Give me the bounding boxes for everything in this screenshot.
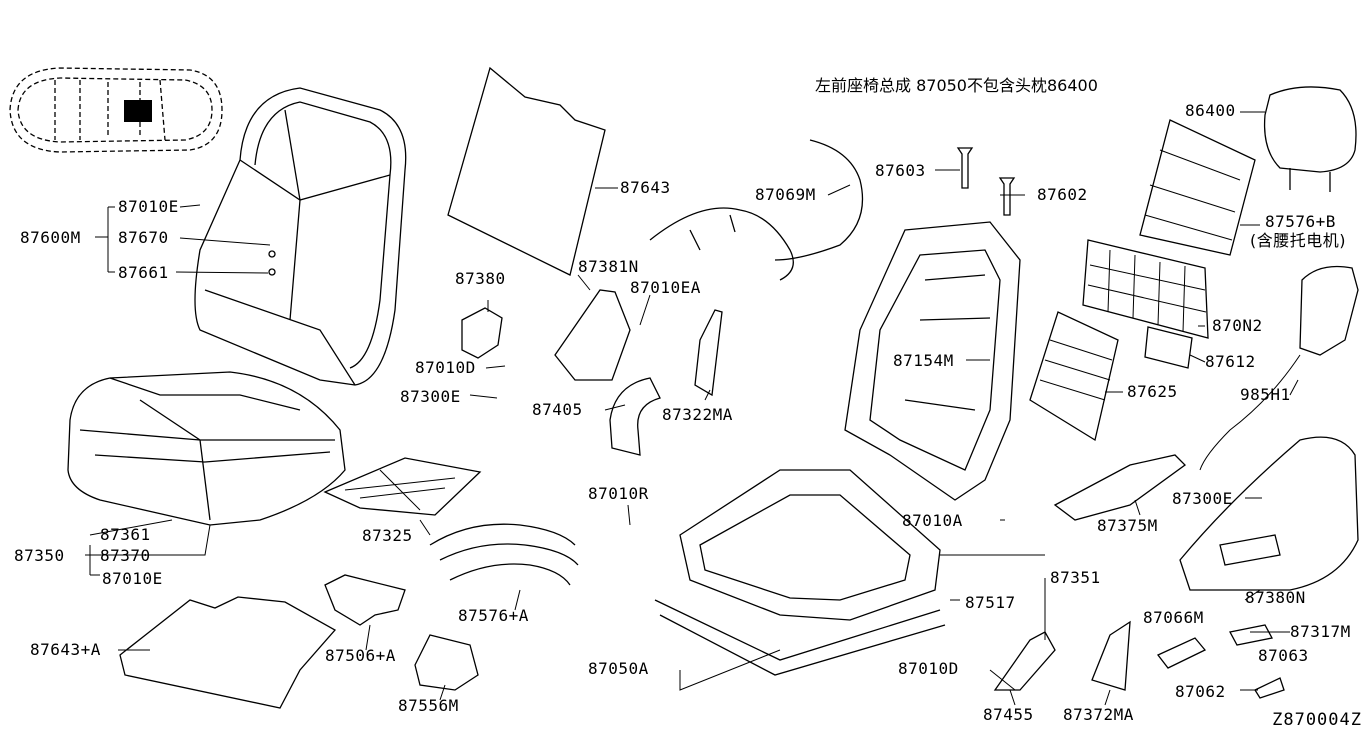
car-outline-icon: [9, 67, 223, 153]
part-label-87576B[interactable]: 87576+B: [1265, 212, 1336, 231]
part-87556M: [414, 634, 479, 691]
part-label-87317M[interactable]: 87317M: [1290, 622, 1351, 641]
heater-mat-87625: [1029, 311, 1119, 442]
part-label-87370[interactable]: 87370: [100, 546, 151, 565]
seat-back-cushion: [194, 87, 407, 386]
part-label-87300E-right[interactable]: 87300E: [1172, 489, 1233, 508]
part-label-87625[interactable]: 87625: [1127, 382, 1178, 401]
part-87066M: [1156, 637, 1207, 669]
part-87322MA: [694, 309, 723, 397]
part-label-87066M[interactable]: 87066M: [1143, 608, 1204, 627]
part-label-87010A[interactable]: 87010A: [902, 511, 963, 530]
part-87062: [1254, 677, 1285, 699]
part-label-87062[interactable]: 87062: [1175, 682, 1226, 701]
part-label-87506A[interactable]: 87506+A: [325, 646, 396, 665]
part-87455: [993, 631, 1056, 691]
part-label-87381N[interactable]: 87381N: [578, 257, 639, 276]
back-board-87643: [447, 66, 606, 276]
seat-cushion: [67, 371, 346, 526]
part-label-87600M[interactable]: 87600M: [20, 228, 81, 247]
part-label-87670[interactable]: 87670: [118, 228, 169, 247]
part-label-87351[interactable]: 87351: [1050, 568, 1101, 587]
part-87063: [1229, 624, 1273, 646]
pad-87612: [1144, 326, 1193, 369]
part-label-87517[interactable]: 87517: [965, 593, 1016, 612]
diagram-code: Z870004Z: [1272, 710, 1362, 730]
part-label-87643[interactable]: 87643: [620, 178, 671, 197]
part-label-87010D-left[interactable]: 87010D: [415, 358, 476, 377]
diagram-title: 左前座椅总成 87050不包含头枕86400: [815, 76, 1098, 95]
part-label-87050A[interactable]: 87050A: [588, 659, 649, 678]
panel-870N2: [1082, 239, 1209, 339]
part-label-87375M[interactable]: 87375M: [1097, 516, 1158, 535]
cover-87405: [609, 377, 661, 456]
part-label-87372MA[interactable]: 87372MA: [1063, 705, 1134, 724]
part-label-87010D-bottom[interactable]: 87010D: [898, 659, 959, 678]
part-label-87603[interactable]: 87603: [875, 161, 926, 180]
part-label-87556M[interactable]: 87556M: [398, 696, 459, 715]
part-label-87325[interactable]: 87325: [362, 526, 413, 545]
part-label-87405[interactable]: 87405: [532, 400, 583, 419]
part-label-87661[interactable]: 87661: [118, 263, 169, 282]
seat-back-frame-87154M: [844, 221, 1021, 501]
part-label-87361[interactable]: 87361: [100, 525, 151, 544]
part-label-86400[interactable]: 86400: [1185, 101, 1236, 120]
part-label-87602[interactable]: 87602: [1037, 185, 1088, 204]
part-label-87010EA[interactable]: 87010EA: [630, 278, 701, 297]
part-label-87380[interactable]: 87380: [455, 269, 506, 288]
headrest-86400: [1263, 86, 1357, 173]
side-cover-87380N: [1179, 436, 1359, 591]
part-label-87300E-left[interactable]: 87300E: [400, 387, 461, 406]
heater-mat-87325: [323, 457, 482, 516]
lumbar-support-87576B: [1139, 119, 1256, 256]
part-label-87010R[interactable]: 87010R: [588, 484, 649, 503]
part-label-870N2[interactable]: 870N2: [1212, 316, 1263, 335]
part-label-87576A[interactable]: 87576+A: [458, 606, 529, 625]
pin-87603: [956, 147, 974, 189]
airbag-985H1: [1299, 265, 1359, 356]
bracket-87380: [461, 307, 503, 359]
part-label-87322MA[interactable]: 87322MA: [662, 405, 733, 424]
part-87375M: [1053, 454, 1186, 521]
bracket-87506A: [324, 574, 406, 626]
floor-board-87643A: [119, 596, 337, 709]
part-label-87350[interactable]: 87350: [14, 546, 65, 565]
springs-87576A: [429, 523, 579, 586]
part-label-87380N[interactable]: 87380N: [1245, 588, 1306, 607]
part-label-87455[interactable]: 87455: [983, 705, 1034, 724]
leader-lines: [85, 111, 1299, 706]
part-label-87010E-bottom[interactable]: 87010E: [102, 569, 163, 588]
part-label-87010E-top[interactable]: 87010E: [118, 197, 179, 216]
side-trim-87381N: [554, 289, 631, 381]
seat-frame-87351: [654, 469, 946, 676]
part-label-87612[interactable]: 87612: [1205, 352, 1256, 371]
part-label-87063[interactable]: 87063: [1258, 646, 1309, 665]
part-label-87154M[interactable]: 87154M: [893, 351, 954, 370]
harness-87069M: [649, 139, 864, 281]
pin-87602: [998, 177, 1016, 216]
part-label-87069M[interactable]: 87069M: [755, 185, 816, 204]
part-label-985H1[interactable]: 985H1: [1240, 385, 1291, 404]
part-87372MA: [1091, 620, 1131, 691]
part-label-87643A[interactable]: 87643+A: [30, 640, 101, 659]
part-note-87576B: (含腰托电机): [1250, 231, 1346, 250]
